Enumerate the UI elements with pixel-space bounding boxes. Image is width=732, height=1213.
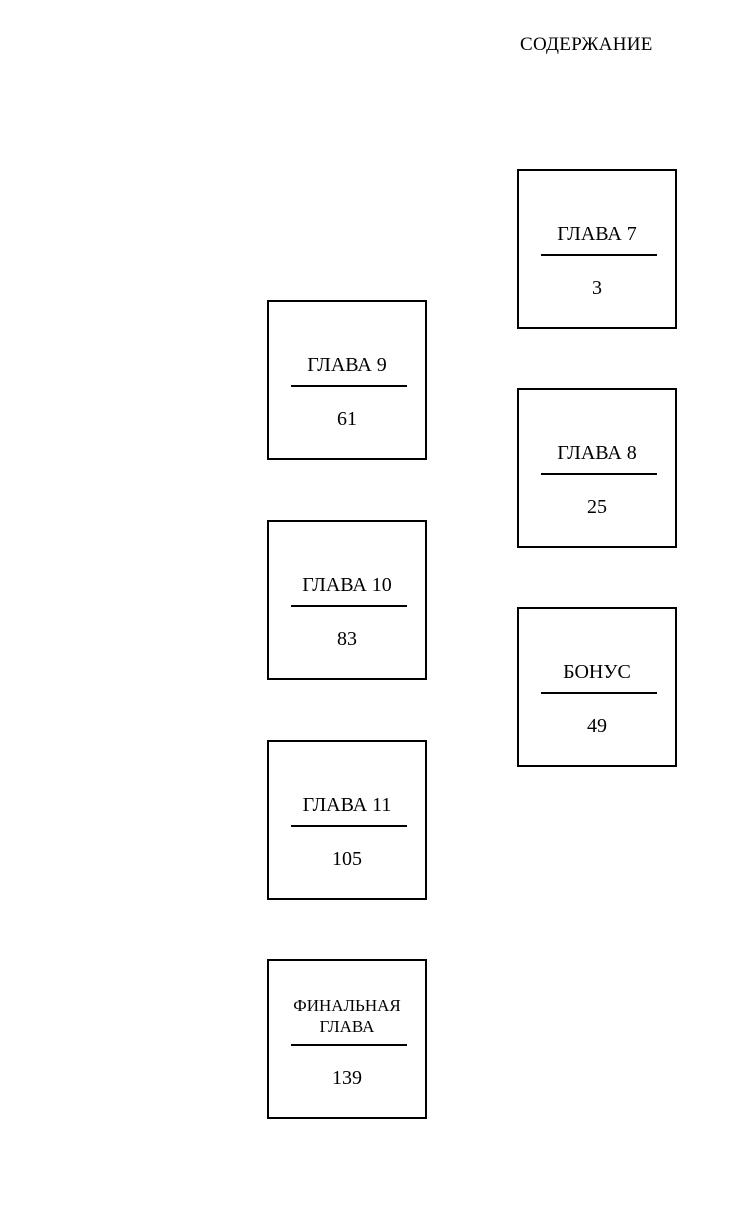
toc-entry-page-number: 49 (587, 715, 607, 737)
toc-entry-title: ГЛАВА 11 (302, 794, 392, 816)
toc-entry-chapter-7[interactable]: ГЛАВА 7 3 (517, 169, 677, 329)
toc-entry-title-line: ФИНАЛЬНАЯ (293, 996, 401, 1015)
contents-heading: СОДЕРЖАНИЕ (520, 34, 653, 55)
title-divider (541, 692, 657, 694)
toc-entry-page-number: 105 (332, 848, 362, 870)
title-divider (291, 605, 407, 607)
toc-entry-page-number: 3 (592, 277, 602, 299)
toc-entry-chapter-8[interactable]: ГЛАВА 8 25 (517, 388, 677, 548)
toc-entry-page-number: 25 (587, 496, 607, 518)
title-divider (291, 385, 407, 387)
toc-entry-bonus[interactable]: БОНУС 49 (517, 607, 677, 767)
toc-entry-title: ГЛАВА 8 (557, 442, 637, 464)
toc-entry-page-number: 61 (337, 408, 357, 430)
toc-entry-title: ГЛАВА 10 (302, 574, 392, 596)
toc-entry-title: ГЛАВА 9 (307, 354, 387, 376)
toc-entry-title-line: ГЛАВА (319, 1017, 375, 1036)
toc-entry-chapter-10[interactable]: ГЛАВА 10 83 (267, 520, 427, 680)
toc-entry-chapter-9[interactable]: ГЛАВА 9 61 (267, 300, 427, 460)
toc-entry-title: БОНУС (563, 661, 631, 683)
toc-entry-title: ФИНАЛЬНАЯ ГЛАВА (269, 995, 425, 1037)
title-divider (291, 1044, 407, 1046)
toc-entry-page-number: 83 (337, 628, 357, 650)
title-divider (291, 825, 407, 827)
toc-entry-final-chapter[interactable]: ФИНАЛЬНАЯ ГЛАВА 139 (267, 959, 427, 1119)
toc-entry-page-number: 139 (332, 1067, 362, 1089)
title-divider (541, 254, 657, 256)
toc-entry-title: ГЛАВА 7 (557, 223, 637, 245)
toc-entry-chapter-11[interactable]: ГЛАВА 11 105 (267, 740, 427, 900)
title-divider (541, 473, 657, 475)
